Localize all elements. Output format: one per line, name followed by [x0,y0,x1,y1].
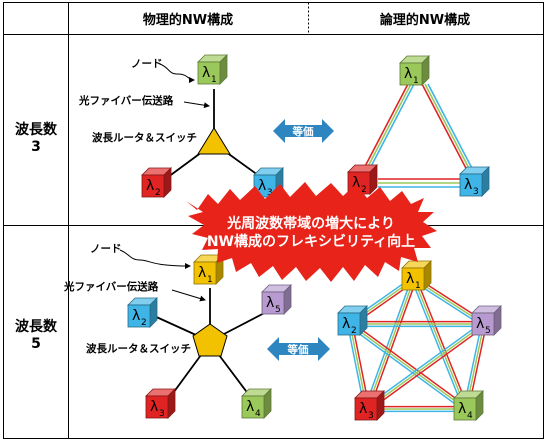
lambda-subscript: 2 [351,326,357,336]
burst-banner: 光周波数帯域の増大により NW構成のフレキシビリティ向上 [186,182,437,282]
lambda-symbol: λ [342,316,350,332]
lambda-subscript: 4 [255,409,261,419]
k5-link [411,279,465,411]
lambda-symbol: λ [146,178,154,194]
row-label-3-value: 3 [31,139,41,155]
equivalence-label-5: 等価 [287,343,309,356]
lambda-subscript: 1 [415,281,421,291]
lambda-subscript: 1 [211,75,217,85]
equivalence-arrow-3: 等価 [273,119,334,143]
logical-header: 論理的NW構成 [380,12,470,28]
lambda-symbol: λ [406,271,414,287]
lambda-symbol: λ [198,265,206,281]
k5-link [350,321,468,408]
lambda-subscript: 5 [275,305,281,315]
k5-link [364,277,413,409]
lambda-symbol: λ [404,66,412,82]
lambda-subscript: 2 [141,318,147,328]
lambda-subscript: 1 [413,76,419,86]
k5-link [368,279,417,411]
node-annotation-pointer-2 [119,249,191,269]
lambda-symbol: λ [458,401,466,417]
router-annotation: 波長ルータ＆スイッチ [92,131,197,144]
lambda-symbol: λ [476,316,484,332]
row-label-5-value: 5 [31,336,41,352]
equivalence-arrow-5: 等価 [267,337,330,361]
k5-link [348,325,466,412]
lambda-symbol: λ [132,308,140,324]
fiber-annotation: 光ファイバー伝送路 [78,94,174,107]
node-annotation-2: ノード [90,243,122,255]
physical-header: 物理的NW構成 [143,12,233,28]
lambda-subscript: 1 [207,275,213,285]
burst-shape [186,182,437,282]
equivalence-label-3: 等価 [292,125,314,138]
lambda-subscript: 3 [473,187,479,197]
lambda-subscript: 3 [267,188,273,198]
k5-link [366,323,485,410]
k5-link [415,277,469,409]
lambda-subscript: 2 [361,185,367,195]
lambda-symbol: λ [202,65,210,81]
lambda-symbol: λ [352,175,360,191]
lambda-subscript: 5 [485,326,491,336]
row-label-5-title: 波長数 [15,318,58,335]
node-annotation-pointer [159,63,195,83]
lambda-subscript: 3 [368,411,374,421]
node-annotation: ノード [131,58,163,70]
fiber-annotation-pointer-2 [171,289,206,302]
lambda-subscript: 3 [159,409,165,419]
k5-link [349,323,467,410]
k5-link [413,278,467,410]
burst-line-2: NW構成のフレキシビリティ向上 [207,233,415,250]
lambda-symbol: λ [266,295,274,311]
router-annotation-2: 波長ルータ＆スイッチ [86,342,191,355]
lambda-symbol: λ [246,399,254,415]
lambda-symbol: λ [464,177,472,193]
lambda-subscript: 2 [155,188,161,198]
logical-links-3 [359,83,477,188]
fiber-annotation-2: 光ファイバー伝送路 [63,280,159,293]
fiber-annotation-pointer [183,101,210,109]
burst-line-1: 光周波数帯域の増大により [226,215,395,232]
k5-link [365,321,484,408]
lambda-subscript: 4 [467,411,473,421]
k5-link [366,278,415,410]
lambda-symbol: λ [359,401,367,417]
k5-link [367,325,486,412]
lambda-symbol: λ [258,178,266,194]
router-triangle [197,127,231,155]
lambda-symbol: λ [150,399,158,415]
row-label-3-title: 波長数 [15,121,58,138]
router-pentagon [192,323,228,357]
